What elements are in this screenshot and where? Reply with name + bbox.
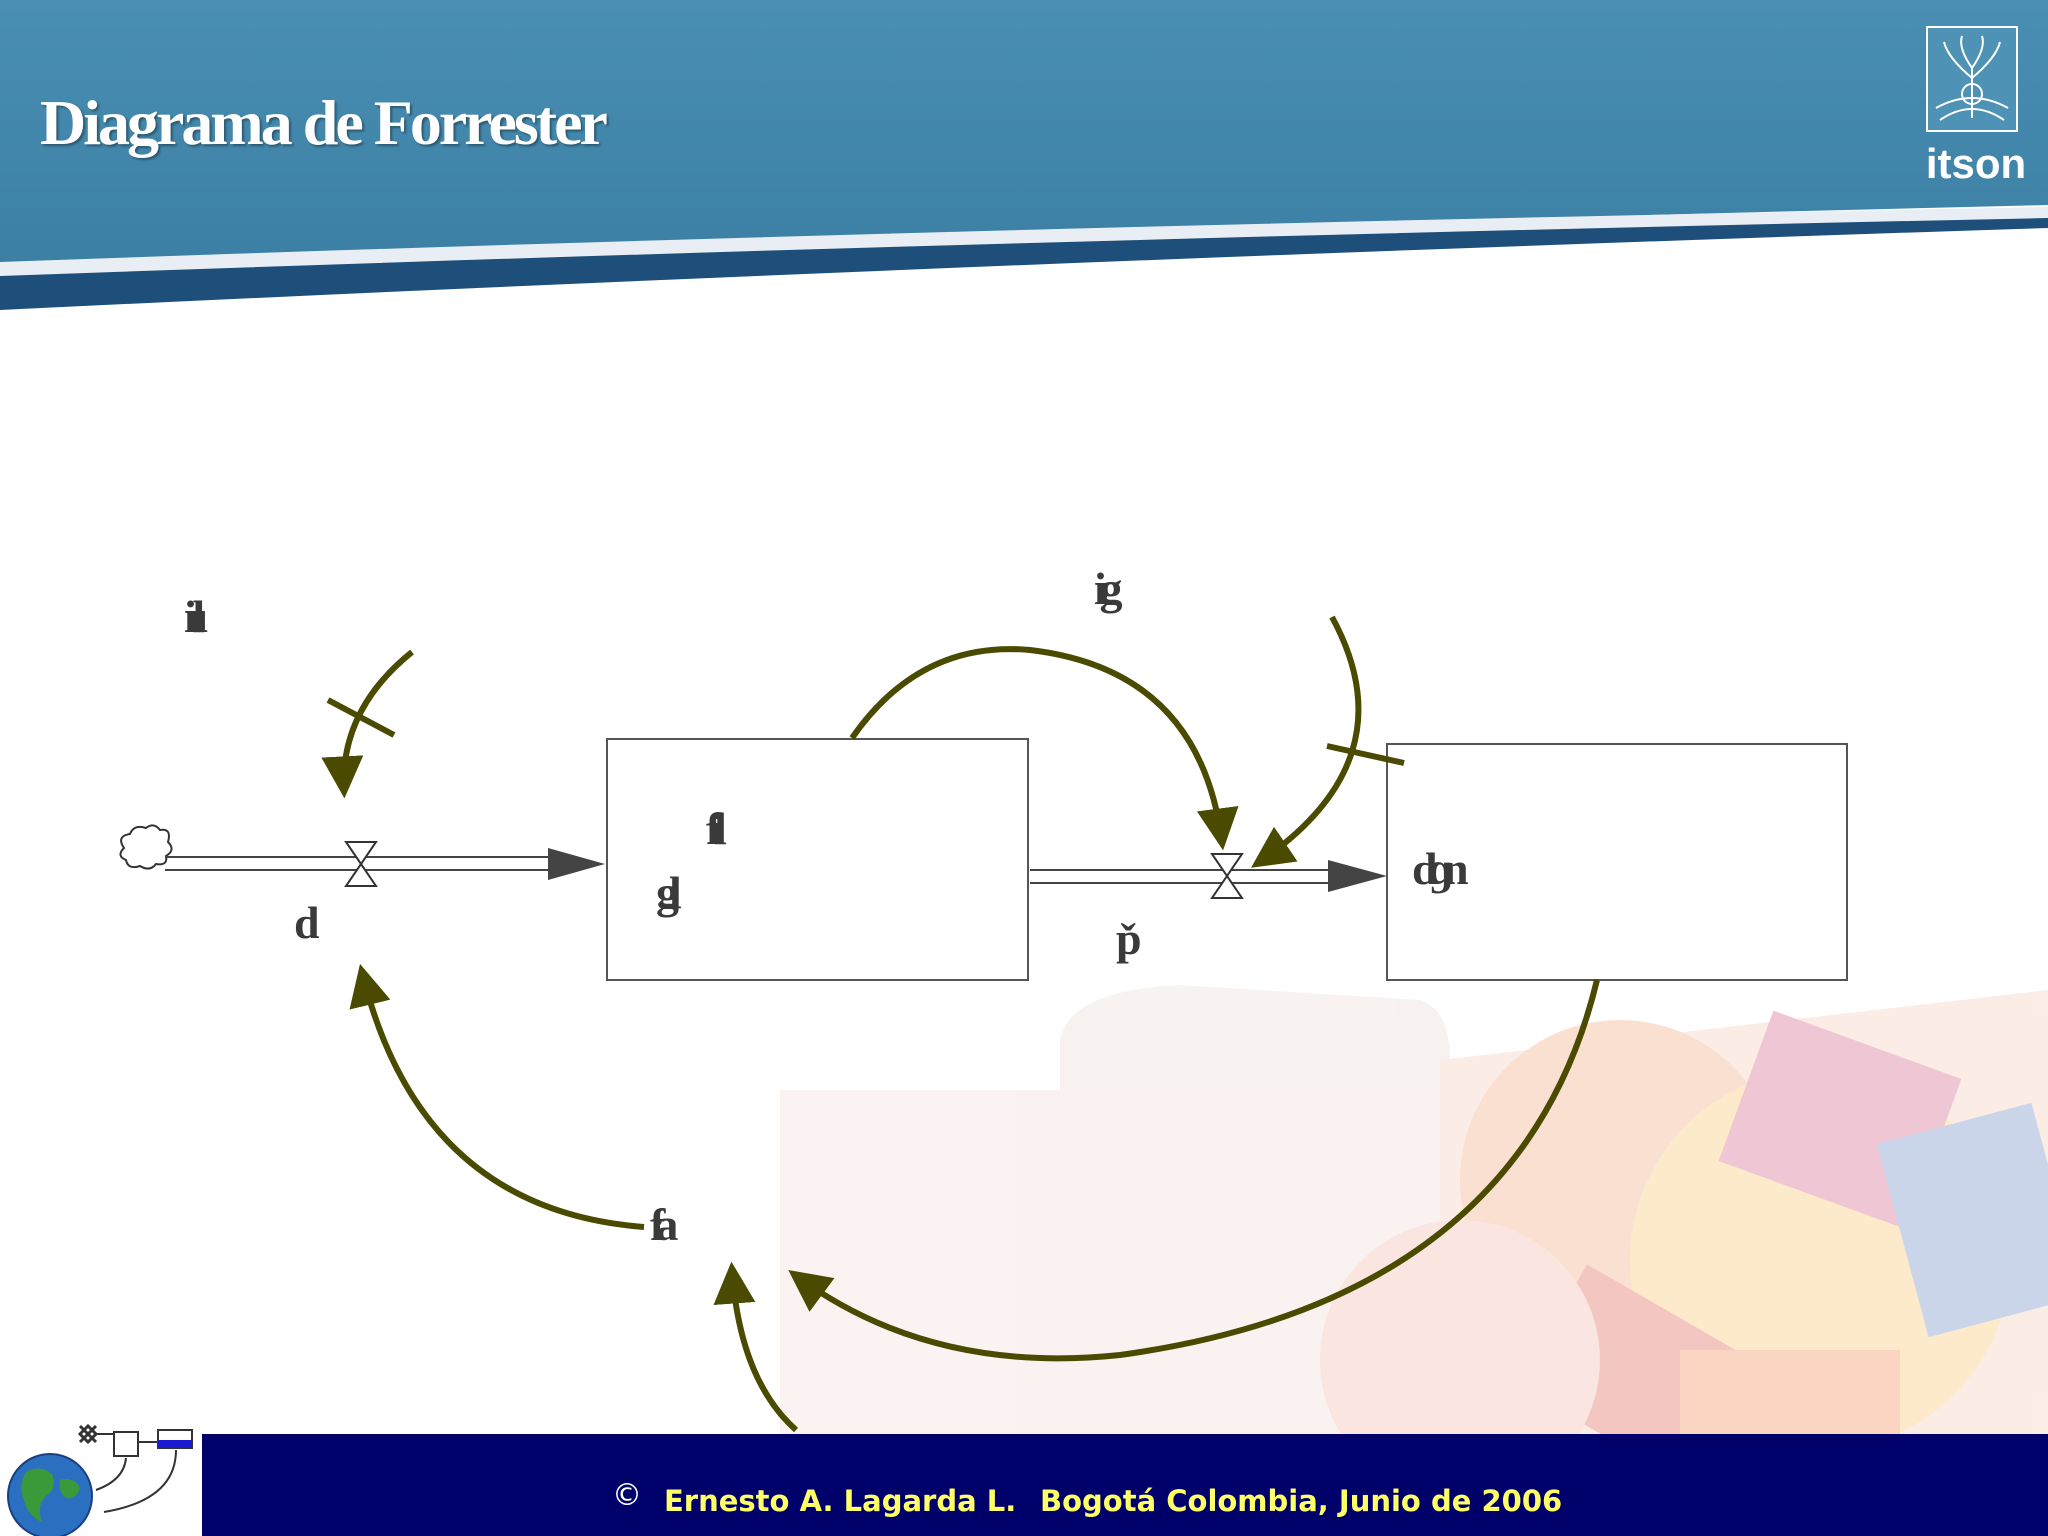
link-stock-to-valve: [849, 646, 1239, 851]
source-cloud-icon: [119, 824, 173, 870]
flow-pipe-right: [1030, 860, 1387, 892]
delay-mark-left: [326, 697, 396, 738]
stock-left: [606, 738, 1029, 981]
vensim-globe-icon: [7, 1423, 193, 1536]
footer-author: Ernesto A. Lagarda L.: [664, 1484, 1017, 1518]
link-right-stock-to-bottom: [788, 979, 1600, 1362]
label-stock-left-b: gl: [656, 867, 682, 918]
label-top-middle: iıg: [1094, 563, 1122, 614]
label-bottom: fa: [650, 1199, 679, 1250]
header-band: [0, 0, 2048, 310]
stock-right: [1386, 743, 1848, 981]
label-flow-left: d: [294, 897, 319, 948]
footer-place-date: Bogotá Colombia, Junio de 2006: [1040, 1484, 1563, 1518]
copyright-icon: ©: [612, 1478, 642, 1513]
link-footer-to-bottom: [713, 1261, 798, 1433]
valve-right-icon: [1210, 853, 1244, 899]
label-top-left: iıılı: [184, 591, 208, 642]
link-top-left: [321, 649, 414, 799]
flow-pipe-left: [165, 848, 605, 880]
link-bottom-to-flow: [349, 963, 645, 1230]
label-stock-right: dɡn: [1412, 843, 1468, 894]
label-flow-right: p̌: [1116, 913, 1141, 964]
delay-mark-right: [1326, 743, 1405, 766]
logo-text: itson: [1925, 140, 2027, 187]
footer-band: [202, 1434, 2048, 1536]
link-top-right: [1251, 615, 1362, 868]
label-stock-left-a: fil: [706, 803, 727, 854]
itson-emblem-icon: [1926, 26, 2018, 132]
slide-title: Diagrama de Forrester: [40, 87, 608, 158]
valve-left-icon: [344, 841, 378, 887]
